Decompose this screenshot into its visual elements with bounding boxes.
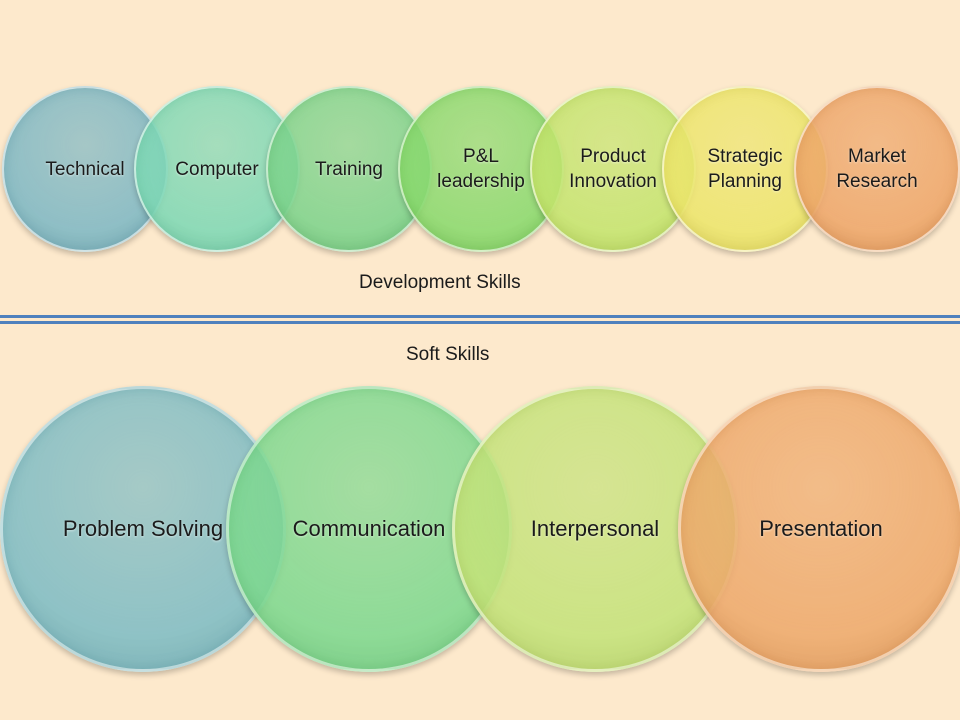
development-skills-title: Development Skills <box>359 272 521 293</box>
soft-skill-label-communication: Communication <box>292 516 446 541</box>
section-divider-top <box>0 315 960 318</box>
soft-skill-label-interpersonal: Interpersonal <box>530 516 660 541</box>
dev-skill-label-computer: Computer <box>175 158 259 180</box>
dev-skill-label-technical: Technical <box>45 158 125 180</box>
section-divider-bottom <box>0 321 960 324</box>
dev-skill-circle-market-research <box>794 86 960 252</box>
dev-skill-label-training: Training <box>315 158 383 180</box>
soft-skills-title: Soft Skills <box>406 344 490 365</box>
soft-skill-label-presentation: Presentation <box>759 516 883 541</box>
soft-skill-label-problem-solving: Problem Solving <box>62 516 224 541</box>
soft-skill-circle-presentation <box>678 386 960 672</box>
